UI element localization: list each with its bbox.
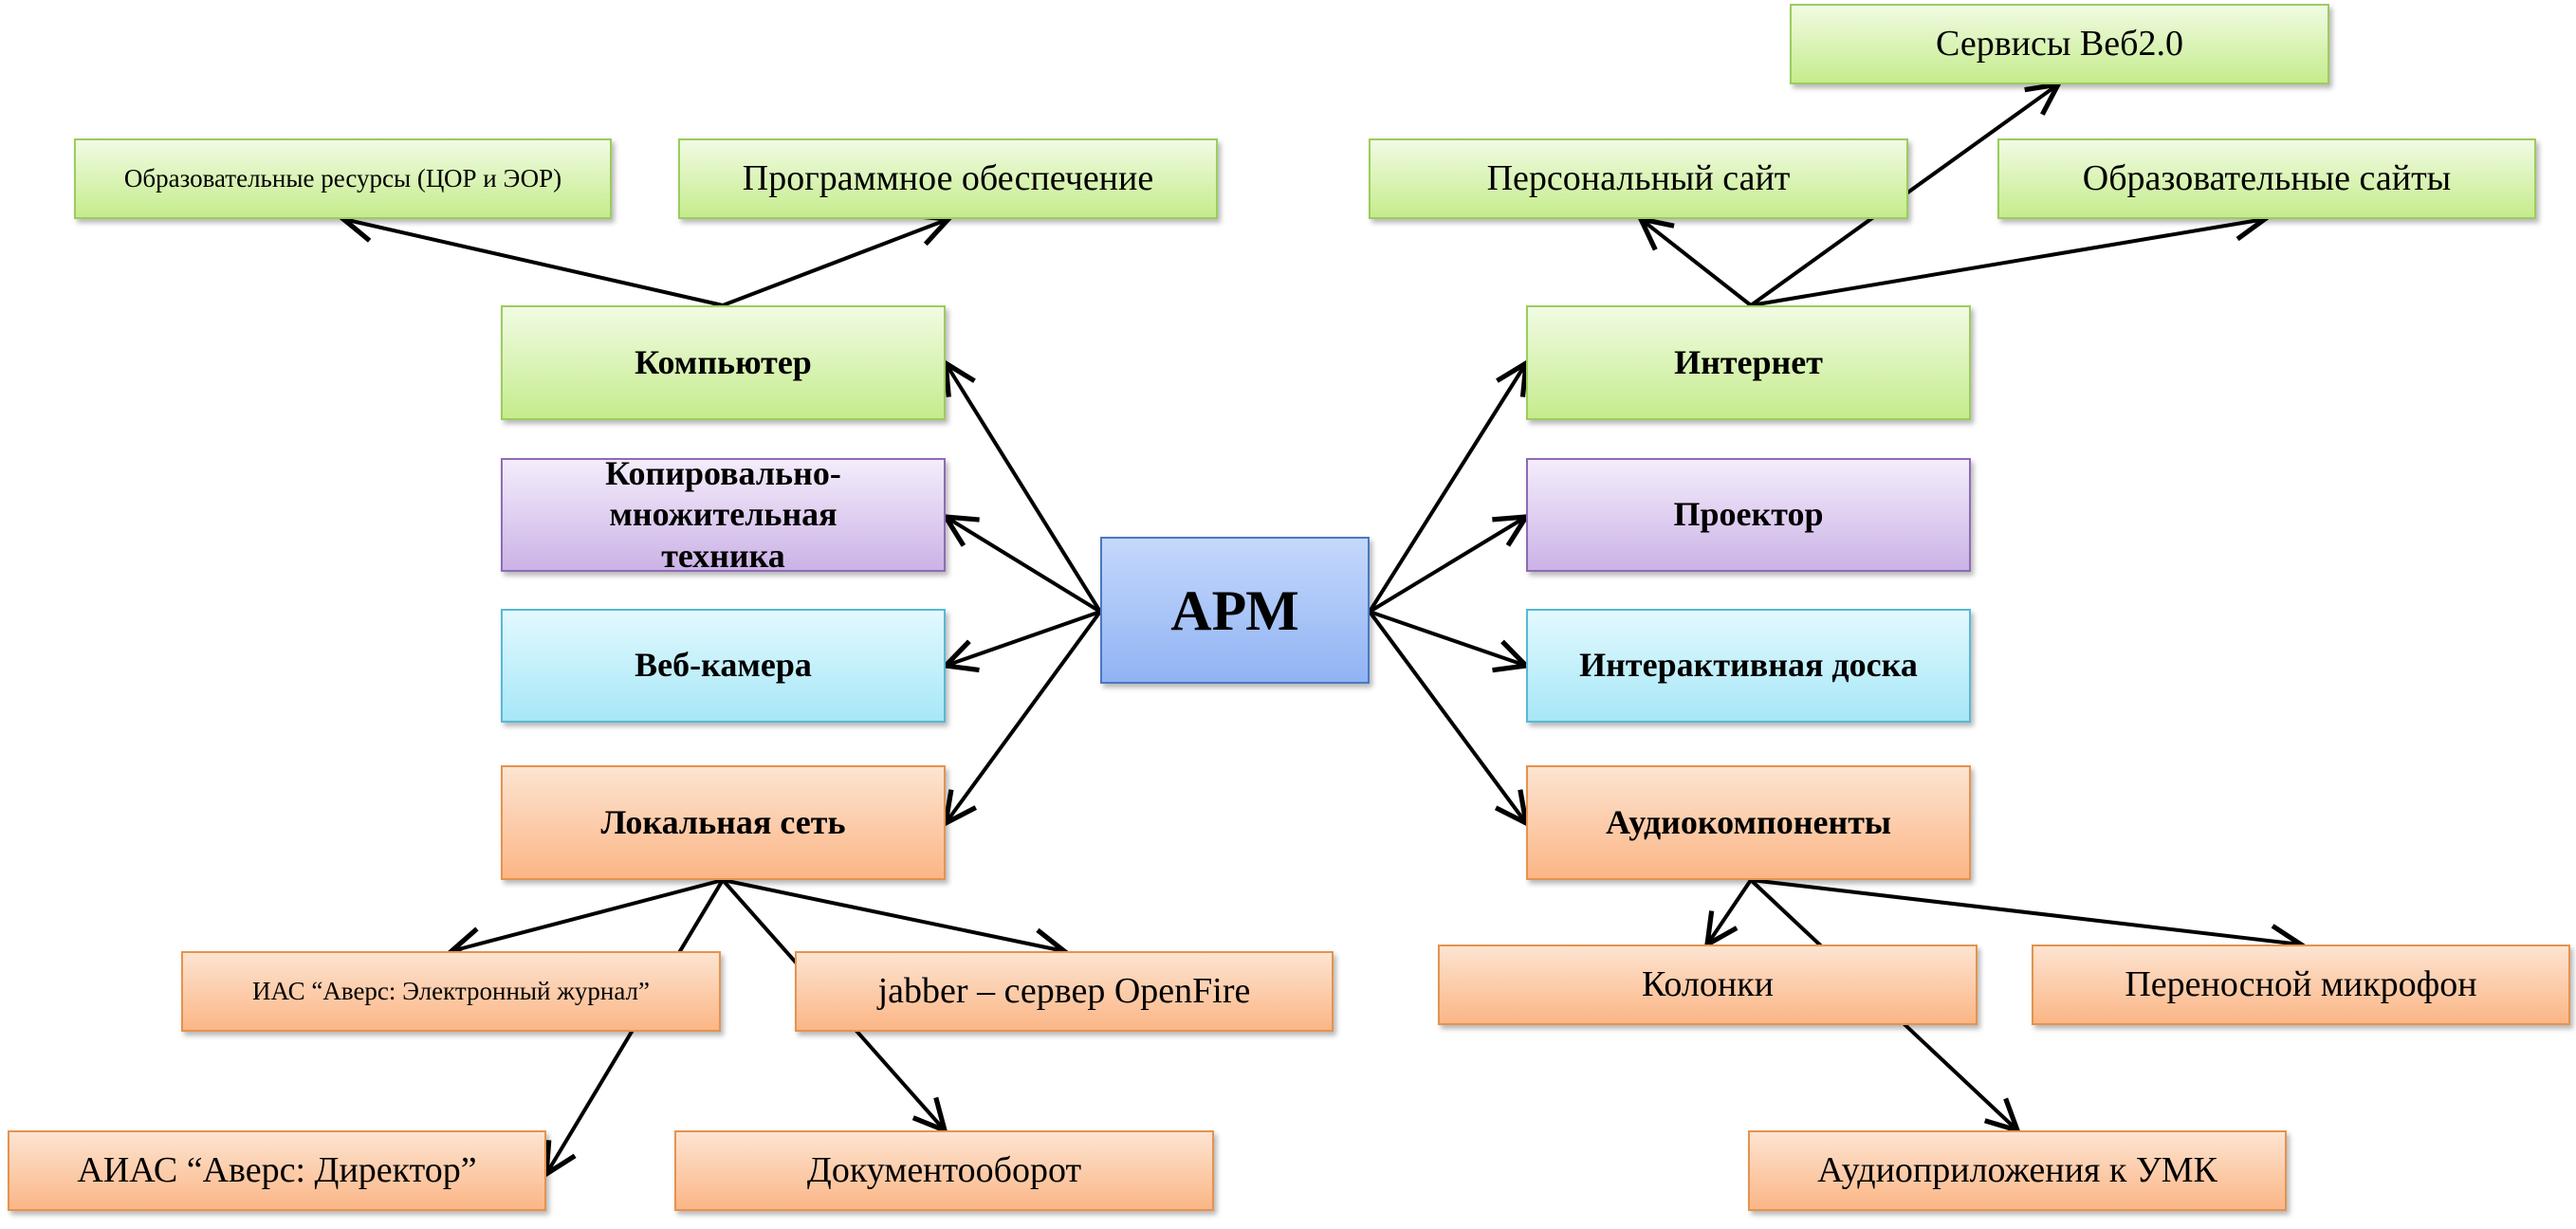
- node-projector-label: Проектор: [1673, 495, 1824, 534]
- arrow-to-mic: [1749, 878, 2301, 945]
- node-edu-resources-label: Образовательные ресурсы (ЦОР и ЭОР): [123, 164, 562, 193]
- node-software-label: Программное обеспечение: [742, 157, 1154, 198]
- arrow-to-board: [1368, 610, 1526, 666]
- arrow-to-edusites: [1749, 219, 2265, 307]
- node-computer-label: Компьютер: [635, 342, 812, 381]
- node-copier-label: Копировально-множительная техника: [605, 454, 841, 575]
- node-edu-sites: Образовательные сайты: [1997, 138, 2536, 219]
- node-lan-label: Локальная сеть: [600, 802, 846, 841]
- arrow-to-computer: [946, 363, 1102, 614]
- node-speakers: Колонки: [1438, 945, 1978, 1025]
- node-internet-label: Интернет: [1674, 342, 1823, 381]
- arrow-to-lan: [946, 610, 1102, 823]
- node-ias-journal-label: ИАС “Аверс: Электронный журнал”: [251, 977, 651, 1006]
- node-web20-label: Сервисы Веб2.0: [1936, 23, 2183, 64]
- node-aiias-director-label: АИАС “Аверс: Директор”: [77, 1149, 477, 1190]
- node-webcam-label: Веб-камера: [635, 646, 812, 685]
- node-docflow-label: Документооборот: [806, 1149, 1082, 1190]
- arrow-to-internet: [1368, 363, 1526, 614]
- center-label: АРМ: [1170, 578, 1299, 642]
- arrow-to-jabber: [721, 878, 1064, 951]
- arrow-to-projector: [1368, 517, 1526, 614]
- node-microphone: Переносной микрофон: [2032, 945, 2570, 1025]
- node-audio-apps-label: Аудиоприложения к УМК: [1817, 1149, 2217, 1190]
- node-microphone-label: Переносной микрофон: [2125, 963, 2477, 1004]
- arrow-to-software: [721, 219, 948, 307]
- arrow-to-copier: [946, 517, 1102, 614]
- arrow-to-ias: [451, 878, 725, 951]
- node-audio-label: Аудиокомпоненты: [1606, 802, 1891, 841]
- node-web20: Сервисы Веб2.0: [1790, 4, 2329, 84]
- center-node-arm: АРМ: [1100, 537, 1370, 684]
- node-projector: Проектор: [1526, 458, 1971, 572]
- node-board-label: Интерактивная доска: [1579, 646, 1918, 685]
- node-audio-apps: Аудиоприложения к УМК: [1748, 1130, 2287, 1211]
- arrow-to-webcam: [946, 610, 1102, 666]
- node-internet: Интернет: [1526, 305, 1971, 420]
- arrow-to-audio: [1368, 610, 1526, 823]
- node-computer: Компьютер: [501, 305, 946, 420]
- arrow-to-edures: [343, 219, 725, 307]
- node-docflow: Документооборот: [674, 1130, 1214, 1211]
- node-edu-sites-label: Образовательные сайты: [2082, 157, 2452, 198]
- node-aiias-director: АИАС “Аверс: Директор”: [8, 1130, 546, 1211]
- node-webcam: Веб-камера: [501, 609, 946, 723]
- node-interactive-board: Интерактивная доска: [1526, 609, 1971, 723]
- node-ias-journal: ИАС “Аверс: Электронный журнал”: [181, 951, 721, 1032]
- node-edu-resources: Образовательные ресурсы (ЦОР и ЭОР): [74, 138, 612, 219]
- arrow-to-personal: [1641, 219, 1753, 307]
- node-personal-site: Персональный сайт: [1369, 138, 1908, 219]
- node-speakers-label: Колонки: [1641, 963, 1775, 1004]
- node-copier: Копировально-множительная техника: [501, 454, 946, 575]
- node-jabber-label: jabber – сервер OpenFire: [877, 970, 1251, 1011]
- node-lan: Локальная сеть: [501, 765, 946, 880]
- node-software: Программное обеспечение: [678, 138, 1218, 219]
- node-audio: Аудиокомпоненты: [1526, 765, 1971, 880]
- node-personal-site-label: Персональный сайт: [1486, 157, 1791, 198]
- arrow-to-speakers: [1707, 878, 1753, 945]
- node-jabber: jabber – сервер OpenFire: [795, 951, 1334, 1032]
